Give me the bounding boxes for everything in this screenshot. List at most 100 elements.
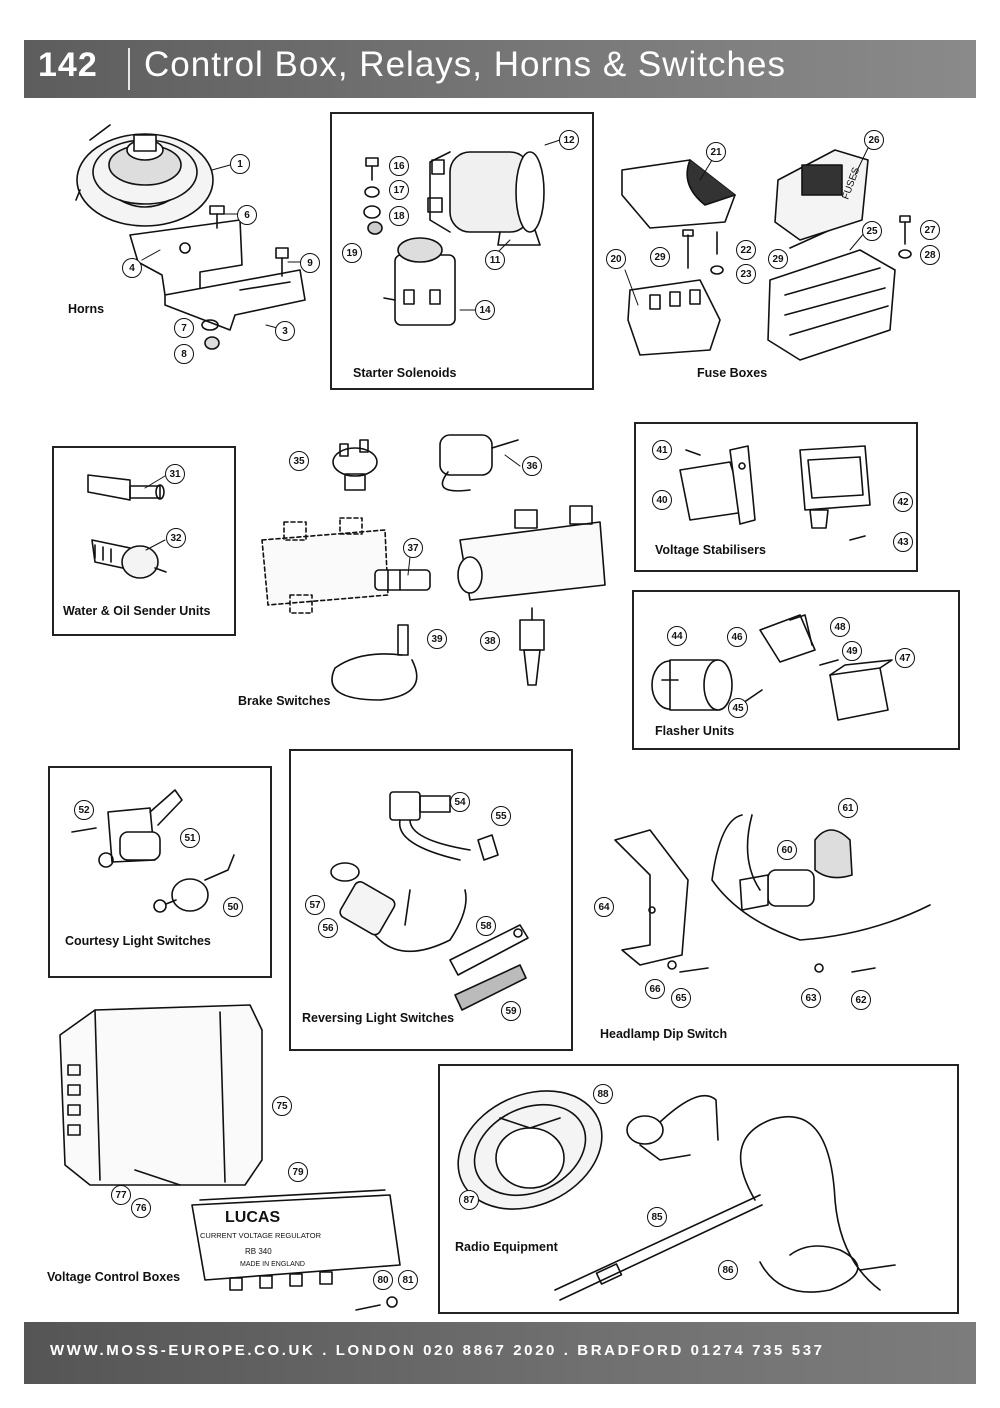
reversing-plate-58-drawing <box>449 924 529 976</box>
brake-switch-36-drawing <box>439 434 519 492</box>
callout: 11 <box>485 250 505 270</box>
callout: 41 <box>652 440 672 460</box>
callout: 17 <box>389 180 409 200</box>
callout: 18 <box>389 206 409 226</box>
callout: 51 <box>180 828 200 848</box>
section-label-courtesy-light: Courtesy Light Switches <box>65 934 211 948</box>
callout: 62 <box>851 990 871 1010</box>
callout: 45 <box>728 698 748 718</box>
fuse-box-screw-drawing <box>898 215 912 259</box>
starter-solenoid-drawing <box>427 151 545 246</box>
callout: 16 <box>389 156 409 176</box>
fuse-box-large-drawing: FUSES <box>767 149 896 361</box>
callout: 50 <box>223 897 243 917</box>
callout: 1 <box>230 154 250 174</box>
water-oil-sender-box <box>52 446 236 636</box>
brake-union-left-drawing <box>261 517 389 614</box>
callout: 76 <box>131 1198 151 1218</box>
callout: 55 <box>491 806 511 826</box>
section-label-radio: Radio Equipment <box>455 1240 558 1254</box>
radio-suppressor-88-drawing <box>626 1094 719 1161</box>
brake-switch-38-drawing <box>519 607 545 686</box>
callout: 81 <box>398 1270 418 1290</box>
callout: 63 <box>801 988 821 1008</box>
fuse-box-cover-drawing <box>621 159 736 229</box>
section-label-voltage-stabilisers: Voltage Stabilisers <box>655 543 766 557</box>
callout: 14 <box>475 300 495 320</box>
callout: 19 <box>342 243 362 263</box>
solenoid-relay-drawing <box>383 237 456 326</box>
callout: 42 <box>893 492 913 512</box>
oil-sender-drawing <box>91 539 167 579</box>
callout: 87 <box>459 1190 479 1210</box>
regulator-brand: LUCAS <box>225 1209 280 1226</box>
flasher-unit-47-drawing <box>829 659 893 721</box>
page-header: 142 Control Box, Relays, Horns & Switche… <box>24 40 976 98</box>
callout: 21 <box>706 142 726 162</box>
regulator-line3: MADE IN ENGLAND <box>240 1261 305 1268</box>
callout: 43 <box>893 532 913 552</box>
flasher-bracket-48-drawing <box>759 614 816 663</box>
headlamp-boot-61-drawing <box>814 829 853 879</box>
callout: 39 <box>427 629 447 649</box>
callout: 44 <box>667 626 687 646</box>
callout: 31 <box>165 464 185 484</box>
courtesy-light-box <box>48 766 272 978</box>
callout: 3 <box>275 321 295 341</box>
callout: 56 <box>318 918 338 938</box>
page-footer: WWW.MOSS-EUROPE.CO.UK . LONDON 020 8867 … <box>24 1322 976 1384</box>
flasher-unit-44-drawing <box>651 659 733 711</box>
flasher-units-box <box>632 590 960 750</box>
callout: 86 <box>718 1260 738 1280</box>
voltage-stabiliser-40-drawing <box>679 445 756 525</box>
callout: 52 <box>74 800 94 820</box>
control-box-screws-drawing <box>134 1169 181 1186</box>
callout: 20 <box>606 249 626 269</box>
section-label-starter-solenoids: Starter Solenoids <box>353 366 457 380</box>
radio-equipment-box <box>438 1064 959 1314</box>
courtesy-switch-50-drawing <box>153 854 235 913</box>
callout: 7 <box>174 318 194 338</box>
callout: 85 <box>647 1207 667 1227</box>
section-label-voltage-control: Voltage Control Boxes <box>47 1270 181 1284</box>
fuse-box-base-drawing <box>627 279 721 356</box>
reversing-light-box <box>289 749 573 1051</box>
courtesy-switch-51-drawing <box>98 789 183 868</box>
brake-union-right-drawing <box>457 505 606 601</box>
starter-solenoids-box <box>330 112 594 390</box>
voltage-control-box-75-drawing <box>59 1004 263 1186</box>
callout: 6 <box>237 205 257 225</box>
headlamp-bracket-64-drawing <box>614 829 689 966</box>
section-label-headlamp-dip: Headlamp Dip Switch <box>600 1027 728 1041</box>
callout: 36 <box>522 456 542 476</box>
headlamp-screws-drawing <box>667 960 876 973</box>
header-divider <box>128 48 130 90</box>
callout: 40 <box>652 490 672 510</box>
callout: 32 <box>166 528 186 548</box>
callout: 38 <box>480 631 500 651</box>
callout: 4 <box>122 258 142 278</box>
callout: 59 <box>501 1001 521 1021</box>
callout: 47 <box>895 648 915 668</box>
courtesy-screw-drawing <box>71 827 97 833</box>
callout: 66 <box>645 979 665 999</box>
brake-switch-35-drawing <box>332 439 378 491</box>
callout: 88 <box>593 1084 613 1104</box>
callout: 28 <box>920 245 940 265</box>
callout: 54 <box>450 792 470 812</box>
callout: 75 <box>272 1096 292 1116</box>
callout: 80 <box>373 1270 393 1290</box>
reversing-switch-56-drawing <box>330 862 467 953</box>
section-label-reversing-light: Reversing Light Switches <box>302 1011 455 1025</box>
page-number: 142 <box>38 46 98 84</box>
reversing-switch-54-drawing <box>389 791 471 861</box>
callout: 9 <box>300 253 320 273</box>
brake-switch-37-drawing <box>374 569 431 591</box>
regulator-screws-drawing <box>355 1296 398 1311</box>
callout: 49 <box>842 641 862 661</box>
radio-lead-86-drawing <box>759 1245 896 1293</box>
callout: 37 <box>403 538 423 558</box>
callout: 29 <box>768 249 788 269</box>
regulator-line2: RB 340 <box>245 1247 272 1256</box>
